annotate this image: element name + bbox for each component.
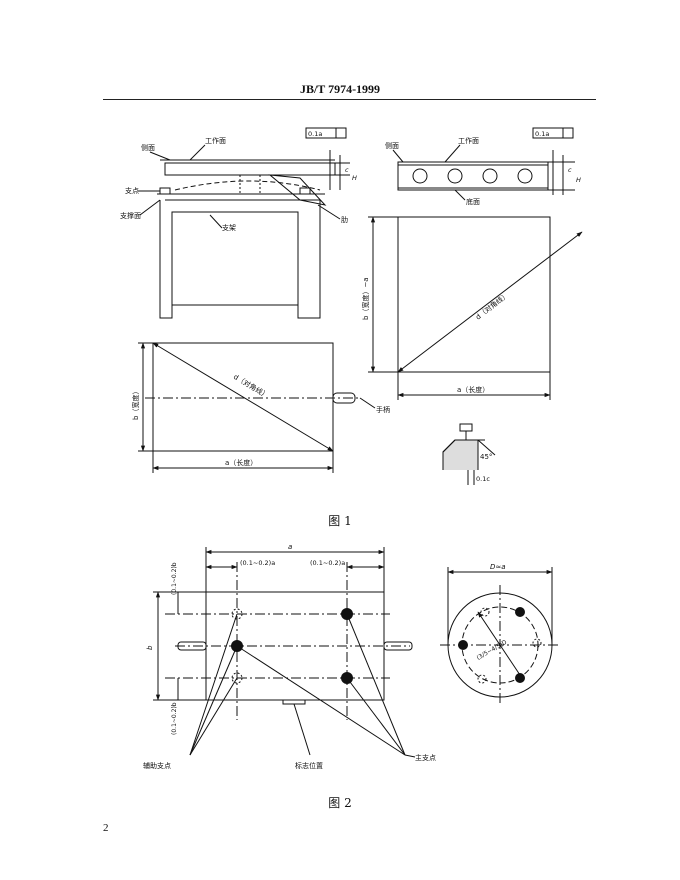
figure-1-caption: 图 1: [328, 514, 352, 528]
plate-side-view: [157, 127, 350, 319]
label-length-a-right: a（长度）: [457, 385, 489, 394]
flatness-tol-box: [305, 127, 347, 139]
main-support-2: [231, 640, 243, 652]
circle-main-support-1: [515, 607, 525, 617]
label-fig2-02b-bot: (0.1~0.2)b: [171, 702, 178, 735]
dim-h-2: H: [576, 176, 581, 184]
dim-h-1: H: [352, 174, 357, 182]
figure-2-circular-plate: [440, 567, 560, 705]
label-diag-right: d（对角线）: [474, 290, 511, 321]
label-diag-top: d（对角线）: [232, 372, 270, 400]
label-mark-position: 标志位置: [295, 761, 323, 770]
label-side-face: 侧面: [141, 143, 155, 152]
label-chamfer-dim: 0.1c: [476, 475, 490, 483]
fulcrum-block-left: [159, 187, 171, 195]
mark-position-block: [282, 699, 306, 705]
top-view-diagonal: [152, 342, 334, 452]
fulcrum-block-right: [299, 187, 311, 195]
label-dim-D: D≈a: [490, 563, 506, 571]
label-fig2-02a: (0.1~0.2)a: [240, 559, 275, 567]
label-length-a-top: a（长度）: [225, 458, 257, 467]
label-fig2-b: b: [146, 645, 154, 650]
main-support-3: [341, 672, 353, 684]
label-fig2-02b-top: (0.1~0.2)b: [171, 562, 178, 595]
label-work-face-2: 工作面: [458, 136, 479, 145]
label-width-b-right: b（宽度）~a: [361, 277, 370, 320]
label-bracket: 支架: [222, 223, 236, 232]
label-main-support: 主支点: [415, 753, 436, 762]
handle-shape: [332, 392, 356, 404]
plate-body: [164, 162, 336, 176]
bracket-frame: [159, 200, 321, 319]
bracket-window: [171, 211, 299, 306]
figure-2-rect-plate: [153, 547, 413, 756]
label-bottom-face: 底面: [466, 197, 480, 206]
square-plate: [397, 216, 551, 373]
front-hole-3: [482, 168, 498, 184]
main-support-1: [341, 608, 353, 620]
square-diagonal: [397, 231, 583, 373]
label-side-face-2: 侧面: [385, 141, 399, 150]
handle-right: [383, 641, 413, 651]
plate-front-view: [397, 127, 575, 195]
chamfer-section: [442, 439, 479, 470]
plate-top-view-left: [138, 342, 376, 473]
label-work-face: 工作面: [205, 136, 226, 145]
label-fig2-02a-2: (0.1~0.2)a: [310, 559, 345, 567]
document-header: JB/T 7974-1999: [299, 82, 381, 96]
chamfer-detail: [442, 423, 496, 485]
circle-main-support-2: [458, 640, 468, 650]
rib-shape: [268, 174, 327, 206]
label-support-face: 支撑面: [120, 211, 141, 220]
label-handle: 手柄: [376, 405, 390, 414]
plate-top-view-right: [368, 216, 583, 400]
dim-c-1: c: [345, 166, 349, 174]
label-fulcrum: 支点: [125, 186, 139, 195]
plate-deflection-curve: [174, 180, 321, 191]
label-chamfer-angle: 45°: [480, 453, 492, 461]
aux-support-bottom: [231, 672, 243, 684]
page-number: 2: [103, 822, 109, 834]
circle-main-support-3: [515, 673, 525, 683]
front-hole-4: [517, 168, 533, 184]
label-rib: 肋: [341, 215, 348, 224]
header-rule: [103, 99, 596, 100]
tol-flatness-2: 0.1a: [535, 130, 549, 138]
handle-left: [177, 641, 207, 651]
front-hole-2: [447, 168, 463, 184]
tol-flatness-1: 0.1a: [308, 130, 322, 138]
figure-2-caption: 图 2: [328, 796, 352, 810]
label-aux-support: 辅助支点: [143, 761, 171, 770]
front-plate: [397, 161, 549, 191]
dim-c-2: c: [568, 166, 572, 174]
label-width-b-top: b（宽度）: [131, 388, 140, 420]
label-fig2-a: a: [288, 543, 292, 551]
aux-support-top: [231, 608, 243, 620]
front-hole-1: [412, 168, 428, 184]
